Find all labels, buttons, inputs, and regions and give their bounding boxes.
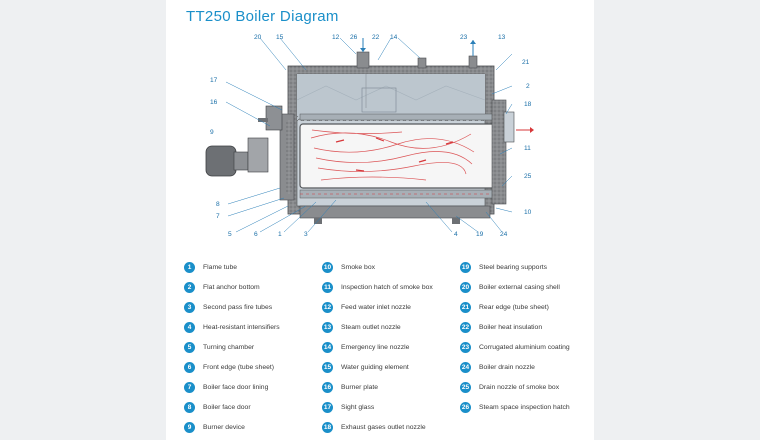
legend-number-badge: 10 (322, 262, 333, 273)
callout-lines (225, 37, 513, 233)
legend-label: Burner plate (341, 384, 379, 391)
boiler-diagram: 20 15 12 26 22 14 23 13 21 2 17 16 18 9 … (166, 30, 594, 245)
legend-number-badge: 26 (460, 402, 471, 413)
legend-label: Boiler external casing shell (479, 284, 560, 291)
legend-number-badge: 5 (184, 342, 195, 353)
legend-number-badge: 20 (460, 282, 471, 293)
page-title: TT250 Boiler Diagram (186, 8, 339, 25)
legend-number-badge: 9 (184, 422, 195, 433)
legend-number-badge: 4 (184, 322, 195, 333)
callout-16: 16 (210, 99, 218, 106)
legend-number-badge: 25 (460, 382, 471, 393)
legend-label: Boiler face door (203, 404, 251, 411)
legend-number-badge: 11 (322, 282, 333, 293)
legend-label: Boiler face door lining (203, 384, 269, 391)
legend-label: Steam space inspection hatch (479, 404, 570, 411)
legend-number-badge: 14 (322, 342, 333, 353)
callout-7: 7 (216, 213, 220, 220)
legend-label: Steam outlet nozzle (341, 324, 401, 331)
legend-label: Flat anchor bottom (203, 284, 260, 291)
smoke-box (491, 99, 534, 205)
callout-8: 8 (216, 201, 220, 208)
flame-tube (299, 123, 497, 189)
callout-9: 9 (210, 129, 214, 136)
callout-2: 2 (526, 83, 530, 90)
legend-label: Turning chamber (203, 344, 255, 351)
water-space (296, 74, 486, 120)
legend-number-badge: 15 (322, 362, 333, 373)
callout-20: 20 (254, 34, 262, 41)
callout-1: 1 (278, 231, 282, 238)
callout-17: 17 (210, 77, 218, 84)
legend-label: Emergency line nozzle (341, 344, 410, 351)
legend-number-badge: 17 (322, 402, 333, 413)
callout-22: 22 (372, 34, 380, 41)
callout-21: 21 (522, 59, 530, 66)
callout-13: 13 (498, 34, 506, 41)
boiler-face-door (279, 113, 295, 201)
legend-label: Inspection hatch of smoke box (341, 284, 433, 291)
callout-6: 6 (254, 231, 258, 238)
legend-number-badge: 6 (184, 362, 195, 373)
callout-23: 23 (460, 34, 468, 41)
legend-number-badge: 13 (322, 322, 333, 333)
burner-device (205, 105, 283, 177)
legend-label: Burner device (203, 424, 245, 431)
callout-10: 10 (524, 209, 532, 216)
legend-label: Corrugated aluminium coating (479, 344, 570, 351)
legend-number-badge: 22 (460, 322, 471, 333)
callout-15: 15 (276, 34, 284, 41)
callout-5: 5 (228, 231, 232, 238)
steel-supports (299, 205, 491, 224)
legend-number-badge: 19 (460, 262, 471, 273)
callout-12: 12 (332, 34, 340, 41)
callout-3: 3 (304, 231, 308, 238)
legend-label: Second pass fire tubes (203, 304, 273, 311)
legend-label: Steel bearing supports (479, 264, 548, 271)
callout-26: 26 (350, 34, 358, 41)
legend-number-badge: 18 (322, 422, 333, 433)
legend-label: Feed water inlet nozzle (341, 304, 411, 311)
callout-25: 25 (524, 173, 532, 180)
legend-label: Smoke box (341, 264, 376, 271)
legend-label: Heat-resistant intensifiers (203, 324, 280, 331)
legend-label: Front edge (tube sheet) (203, 364, 275, 371)
legend-label: Boiler drain nozzle (479, 364, 535, 371)
legend-number-badge: 12 (322, 302, 333, 313)
legend-label: Rear edge (tube sheet) (479, 304, 549, 311)
legend-label: Sight glass (341, 404, 375, 411)
legend-label: Exhaust gases outlet nozzle (341, 424, 426, 431)
legend-number-badge: 21 (460, 302, 471, 313)
callout-24: 24 (500, 231, 508, 238)
legend-label: Boiler heat insulation (479, 324, 543, 331)
callout-19: 19 (476, 231, 484, 238)
legend-number-badge: 16 (322, 382, 333, 393)
callout-11: 11 (524, 145, 531, 152)
callout-4: 4 (454, 231, 458, 238)
legend-number-badge: 23 (460, 342, 471, 353)
legend-number-badge: 24 (460, 362, 471, 373)
callout-14: 14 (390, 34, 398, 41)
legend-number-badge: 2 (184, 282, 195, 293)
top-nozzles (356, 38, 478, 69)
legend-number-badge: 7 (184, 382, 195, 393)
legend-label: Drain nozzle of smoke box (479, 384, 560, 391)
legend-label: Flame tube (203, 264, 238, 271)
legend-number-badge: 3 (184, 302, 195, 313)
legend-label: Water guiding element (341, 364, 409, 371)
legend-number-badge: 8 (184, 402, 195, 413)
callout-18: 18 (524, 101, 532, 108)
legend-number-badge: 1 (184, 262, 195, 273)
legend: 1 Flame tube 2 Flat anchor bottom 3 Second pa… (184, 262, 590, 440)
